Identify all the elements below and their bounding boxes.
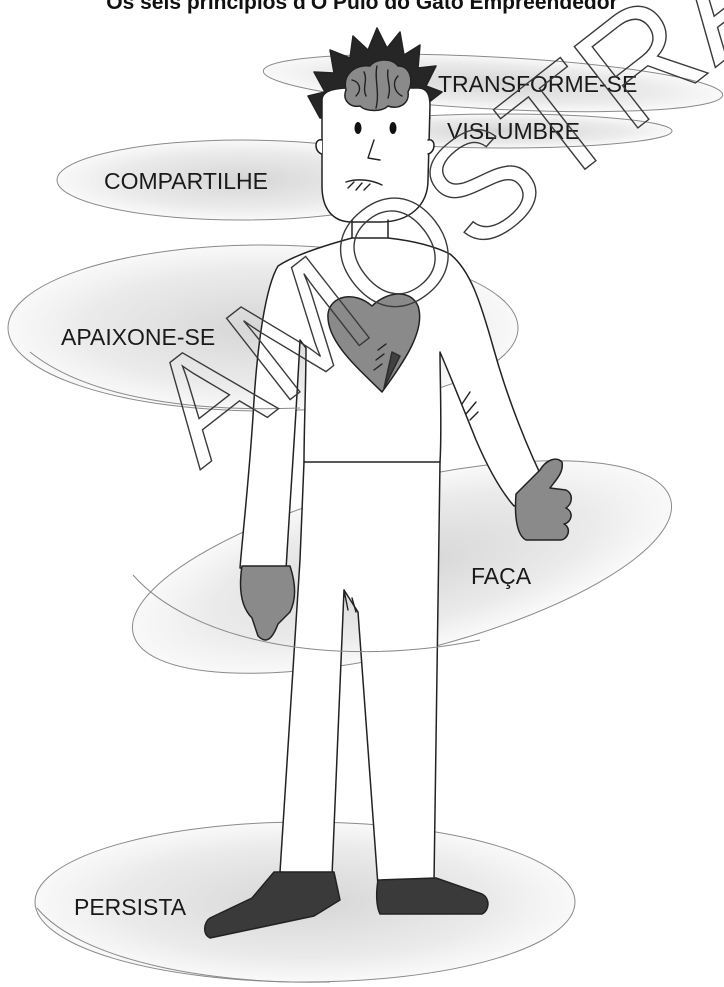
- label-persista: PERSISTA: [74, 894, 187, 920]
- legs: [280, 462, 440, 886]
- label-compartilhe: COMPARTILHE: [104, 168, 268, 194]
- label-faca: FAÇA: [471, 563, 532, 589]
